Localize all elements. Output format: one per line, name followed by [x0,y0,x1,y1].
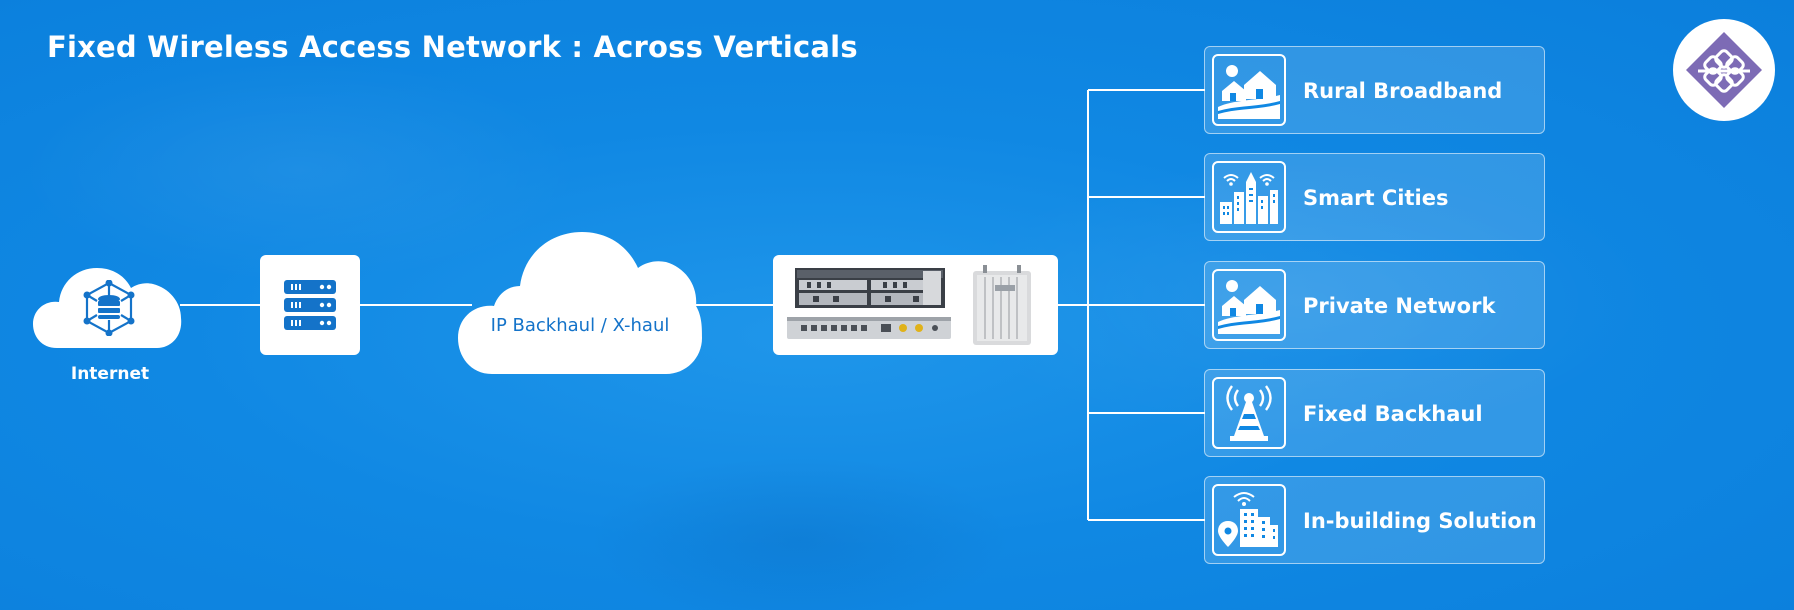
base-station-equipment-icon [787,265,1031,345]
smart-city-icon [1212,161,1286,233]
equipment-node[interactable] [773,255,1058,355]
vertical-card-fixed-backhaul[interactable]: Fixed Backhaul [1204,369,1545,457]
page-title: Fixed Wireless Access Network : Across V… [47,30,858,64]
vertical-label: Private Network [1303,294,1496,318]
knot-logo-icon [1673,19,1775,121]
vertical-card-smart-cities[interactable]: Smart Cities [1204,153,1545,241]
internet-label: Internet [70,364,150,384]
building-location-icon [1212,484,1286,556]
vertical-label: Fixed Backhaul [1303,402,1483,426]
rural-houses-icon [1212,54,1286,126]
server-node[interactable] [260,255,360,355]
vertical-label: In-building Solution [1303,509,1537,533]
internet-cloud[interactable] [33,258,185,350]
vertical-card-in-building-solution[interactable]: In-building Solution [1204,476,1545,564]
ip-backhaul-cloud[interactable] [458,232,702,376]
houses-icon [1212,269,1286,341]
vertical-card-rural-broadband[interactable]: Rural Broadband [1204,46,1545,134]
database-network-icon [83,280,135,336]
radio-tower-icon [1212,377,1286,449]
ip-backhaul-label: IP Backhaul / X-haul [490,315,670,336]
vertical-label: Smart Cities [1303,186,1449,210]
server-rack-icon [284,280,336,330]
vertical-label: Rural Broadband [1303,79,1503,103]
vertical-card-private-network[interactable]: Private Network [1204,261,1545,349]
